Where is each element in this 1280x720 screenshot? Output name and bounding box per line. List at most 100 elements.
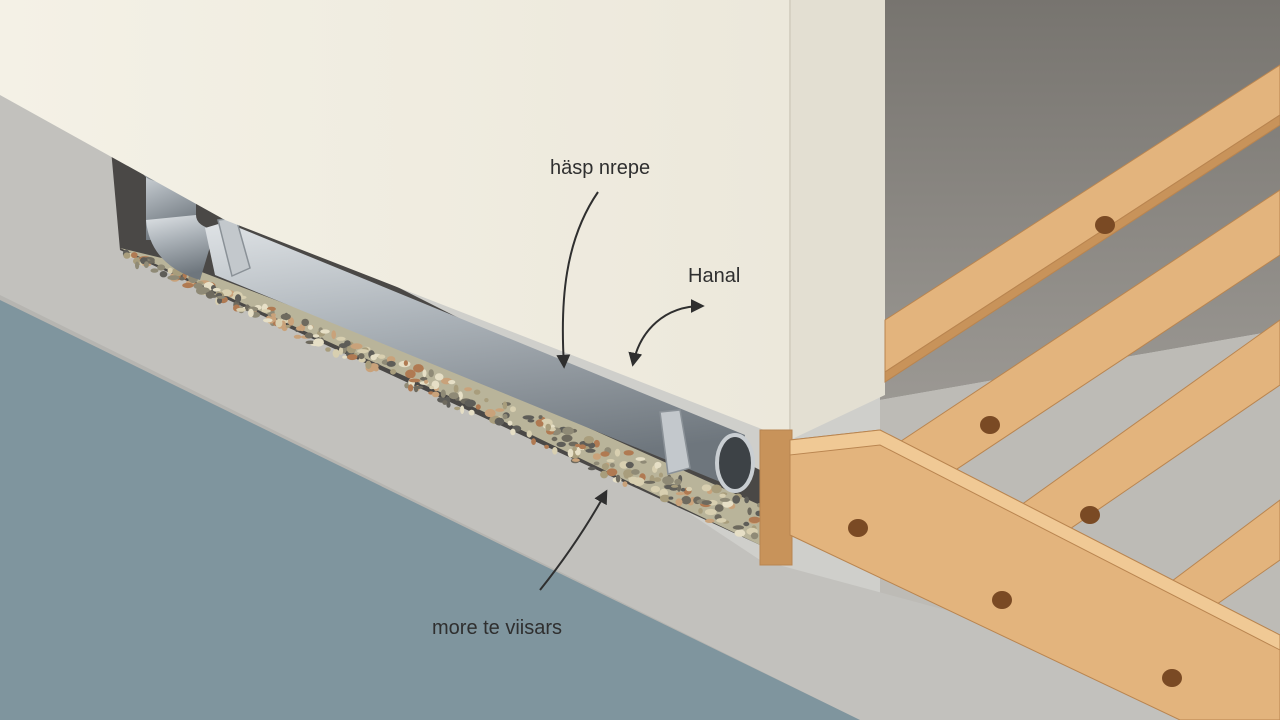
gravel-stone bbox=[304, 332, 314, 339]
gravel-stone bbox=[464, 387, 472, 392]
gravel-stone bbox=[403, 360, 408, 366]
gravel-stone bbox=[719, 493, 726, 498]
gravel-stone bbox=[336, 336, 346, 341]
gravel-stone bbox=[440, 389, 446, 398]
gravel-stone bbox=[653, 477, 662, 482]
gravel-stone bbox=[405, 369, 416, 379]
wood-joist-1-edge bbox=[884, 114, 1280, 383]
gravel-stone bbox=[654, 464, 659, 469]
gravel-stone bbox=[210, 294, 218, 298]
gravel-stone bbox=[659, 494, 671, 503]
pipe-elbow bbox=[146, 215, 215, 280]
gravel-stone bbox=[510, 428, 516, 436]
gravel-stone bbox=[157, 264, 166, 271]
gravel-stone bbox=[545, 423, 551, 431]
gravel-stone bbox=[432, 391, 440, 398]
gravel-stone bbox=[747, 507, 752, 516]
gravel-stone bbox=[131, 252, 138, 259]
gravel-stone bbox=[275, 318, 283, 328]
gravel-stone bbox=[714, 504, 724, 512]
gravel-stone bbox=[312, 334, 320, 338]
gravel-stone bbox=[263, 318, 273, 323]
gravel-stone bbox=[536, 420, 544, 427]
gravel-stone bbox=[552, 447, 558, 455]
gravel-stone bbox=[538, 415, 543, 420]
gravel-stone bbox=[365, 360, 372, 369]
gravel-stone bbox=[567, 448, 574, 458]
gravel-stone bbox=[338, 346, 344, 355]
gravel-stone bbox=[592, 453, 602, 460]
gravel-stone bbox=[320, 329, 330, 334]
gravel-stone bbox=[650, 485, 661, 493]
gravel-stone bbox=[408, 384, 414, 392]
gravel-stone bbox=[413, 364, 424, 373]
gravel-stone bbox=[212, 287, 221, 292]
gravel-stone bbox=[556, 441, 566, 447]
gravel-stone bbox=[464, 399, 476, 407]
gravel-stone bbox=[601, 463, 609, 471]
gravel-stone bbox=[293, 334, 302, 339]
pipe-arrow bbox=[556, 191, 599, 369]
gravel-stone bbox=[350, 343, 363, 350]
gravel-stone bbox=[544, 444, 549, 449]
gravel-stone bbox=[719, 497, 731, 502]
pipe-run bbox=[205, 222, 745, 488]
gravel-stone bbox=[442, 400, 448, 405]
wood-frame bbox=[759, 64, 1280, 720]
gravel-stone bbox=[562, 426, 574, 435]
gravel-stone bbox=[615, 474, 621, 483]
gravel-stone bbox=[614, 448, 621, 457]
gravel-stone bbox=[370, 354, 377, 361]
pipe-label: häsp nrepe bbox=[550, 157, 650, 179]
gap-arrow bbox=[628, 299, 705, 367]
gravel-stone bbox=[732, 495, 741, 504]
gravel-stone bbox=[199, 287, 210, 293]
gravel-stone bbox=[217, 297, 222, 304]
gravel-stone bbox=[698, 508, 703, 514]
gravel-stone bbox=[261, 309, 271, 313]
gravel-stone bbox=[662, 476, 674, 485]
gravel-stone bbox=[424, 379, 429, 384]
gravel-stone bbox=[484, 409, 496, 418]
gravel-stone bbox=[332, 349, 340, 358]
gravel-stone bbox=[453, 384, 459, 393]
wood-bolt-hole bbox=[1080, 506, 1100, 524]
gravel-stone bbox=[507, 420, 513, 426]
wood-bolt-hole bbox=[1162, 669, 1182, 687]
gravel-stone bbox=[701, 484, 712, 492]
gravel-stone bbox=[606, 459, 615, 463]
gravel-stone bbox=[475, 404, 481, 410]
gravel-stone bbox=[625, 461, 634, 469]
gravel-stone bbox=[583, 436, 595, 444]
gravel-stone bbox=[236, 307, 246, 312]
gravel-stone bbox=[454, 406, 461, 411]
gravel-stone bbox=[502, 413, 508, 420]
wood-bolt-hole bbox=[1095, 216, 1115, 234]
gravel-stone bbox=[531, 438, 536, 445]
gravel-stone bbox=[587, 466, 596, 471]
gravel-stone bbox=[664, 484, 673, 490]
gravel-stone bbox=[686, 486, 693, 492]
gravel-stone bbox=[716, 518, 727, 523]
gravel-stone bbox=[484, 398, 489, 403]
gravel-stone bbox=[600, 451, 610, 457]
gravel-stone bbox=[748, 516, 761, 523]
gravel-stone bbox=[143, 261, 149, 269]
wood-bolt-hole bbox=[980, 416, 1000, 434]
gravel-stone bbox=[609, 463, 615, 468]
gravel-stone bbox=[288, 317, 295, 326]
gravel-stone bbox=[235, 294, 242, 303]
gravel-stone bbox=[270, 313, 276, 317]
gravel-stone bbox=[675, 492, 685, 496]
gravel-stone bbox=[342, 355, 347, 359]
gravel-stone bbox=[750, 532, 759, 540]
wood-post bbox=[759, 429, 793, 566]
gravel-stone bbox=[420, 376, 428, 381]
gravel-stone bbox=[357, 349, 369, 354]
gravel-stone bbox=[280, 313, 291, 320]
gravel-stone bbox=[743, 521, 750, 527]
gravel-stone bbox=[704, 508, 717, 516]
gravel-stone bbox=[448, 380, 456, 385]
gravel-stone bbox=[572, 446, 577, 452]
gravel-stone bbox=[623, 469, 634, 478]
